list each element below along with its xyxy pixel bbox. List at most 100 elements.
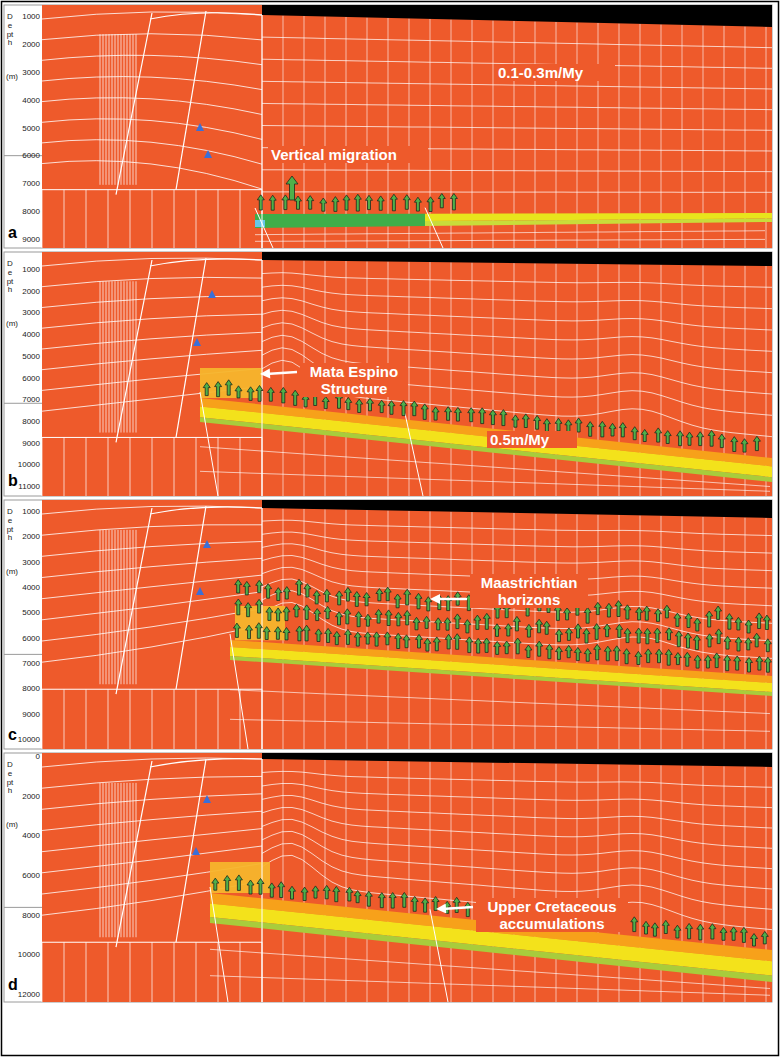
- grid-line: [100, 783, 101, 937]
- migration-arrow: [674, 613, 681, 626]
- migration-arrow: [307, 196, 314, 210]
- migration-arrow: [686, 923, 693, 938]
- grid-line: [682, 516, 683, 749]
- annotation: Mata Espino Structure: [300, 363, 408, 397]
- migration-arrow: [713, 653, 720, 668]
- migration-arrow: [662, 920, 669, 933]
- migration-arrow: [756, 613, 763, 629]
- migration-arrow: [283, 628, 290, 640]
- thrust-marker: [193, 338, 201, 346]
- axis-divider: [4, 907, 42, 908]
- migration-arrow: [403, 195, 410, 210]
- migration-arrow: [751, 934, 758, 947]
- migration-arrow: [411, 896, 418, 911]
- migration-arrow: [731, 437, 738, 452]
- migration-arrow: [734, 656, 741, 670]
- depth-tick: 6000: [6, 871, 40, 881]
- grid-line: [240, 437, 241, 496]
- grid-line: [472, 262, 473, 496]
- migration-arrow: [453, 897, 460, 912]
- grid-line: [577, 764, 578, 1002]
- migration-arrow: [354, 891, 361, 903]
- migration-arrow: [388, 401, 395, 415]
- thrust-layer-line: [42, 592, 262, 620]
- migration-arrow: [235, 599, 242, 615]
- migration-arrow: [336, 612, 343, 625]
- migration-arrow: [555, 647, 562, 660]
- migration-arrow: [594, 602, 601, 614]
- migration-arrow: [303, 625, 310, 641]
- migration-arrow: [503, 641, 510, 654]
- migration-arrow: [483, 638, 490, 652]
- grid-line: [283, 15, 284, 248]
- grid-line: [409, 511, 410, 749]
- migration-arrow: [378, 893, 385, 908]
- migration-arrow: [494, 624, 501, 637]
- model-ground: [42, 252, 772, 496]
- surface-band: [262, 753, 772, 767]
- grid-line: [121, 530, 122, 684]
- migration-arrow: [564, 608, 571, 620]
- migration-arrow: [655, 428, 662, 442]
- accumulation-zone: [200, 368, 262, 398]
- migration-arrow: [445, 407, 452, 421]
- migration-arrow: [715, 606, 722, 619]
- migration-arrow: [354, 632, 361, 646]
- migration-arrow: [604, 646, 611, 661]
- grid-line: [346, 760, 347, 1002]
- depth-tick: 5000: [6, 352, 40, 362]
- migration-arrow: [353, 592, 360, 607]
- horizon-line: [262, 544, 772, 571]
- grid-line: [535, 513, 536, 749]
- migration-arrow: [635, 628, 642, 643]
- migration-arrow: [235, 386, 242, 398]
- migration-arrow: [286, 176, 298, 200]
- migration-arrow: [373, 632, 380, 646]
- migration-arrow: [293, 604, 300, 617]
- migration-arrow: [694, 655, 701, 668]
- grid-line: [196, 942, 197, 1002]
- grid-line: [174, 437, 175, 496]
- depth-tick: 7000: [6, 659, 40, 669]
- migration-arrow: [389, 893, 396, 909]
- horizon-line: [262, 103, 772, 109]
- source-layer: [230, 647, 772, 692]
- grid-line: [100, 34, 101, 185]
- horizon-line: [262, 831, 772, 889]
- grid-line: [283, 260, 284, 496]
- grid-line: [493, 263, 494, 496]
- panel-frame: [4, 753, 772, 1002]
- horizon-line: [262, 532, 772, 553]
- migration-arrow: [718, 434, 725, 448]
- migration-arrow: [565, 645, 572, 657]
- migration-arrow: [454, 614, 461, 629]
- migration-arrow: [665, 649, 672, 665]
- migration-arrow: [438, 194, 445, 208]
- migration-arrow: [414, 197, 421, 211]
- migration-arrow: [315, 629, 322, 642]
- grid-line: [136, 281, 137, 432]
- thrust-layer-line: [42, 55, 262, 64]
- migration-arrow: [522, 414, 529, 428]
- migration-arrow: [303, 605, 310, 620]
- grid-line: [218, 437, 219, 496]
- thrust-layer-line: [42, 542, 262, 557]
- migration-arrow: [704, 655, 711, 668]
- grid-line: [112, 281, 113, 432]
- thrust-marker: [192, 847, 200, 855]
- horizon-line: [262, 819, 772, 868]
- migration-arrow: [322, 397, 329, 409]
- panel-letter: a: [8, 224, 17, 242]
- migration-arrow: [613, 646, 620, 661]
- callout-arrow: [436, 904, 446, 914]
- grid-line: [106, 530, 107, 684]
- migration-arrow: [475, 638, 482, 653]
- fault-line: [262, 260, 263, 496]
- depth-tick: 5000: [6, 608, 40, 618]
- thrust-fault: [116, 508, 152, 694]
- grid-line: [430, 511, 431, 749]
- migration-arrow: [444, 618, 451, 631]
- thrust-layer-line: [42, 811, 262, 830]
- migration-arrow: [505, 624, 512, 636]
- grid-line: [152, 942, 153, 1002]
